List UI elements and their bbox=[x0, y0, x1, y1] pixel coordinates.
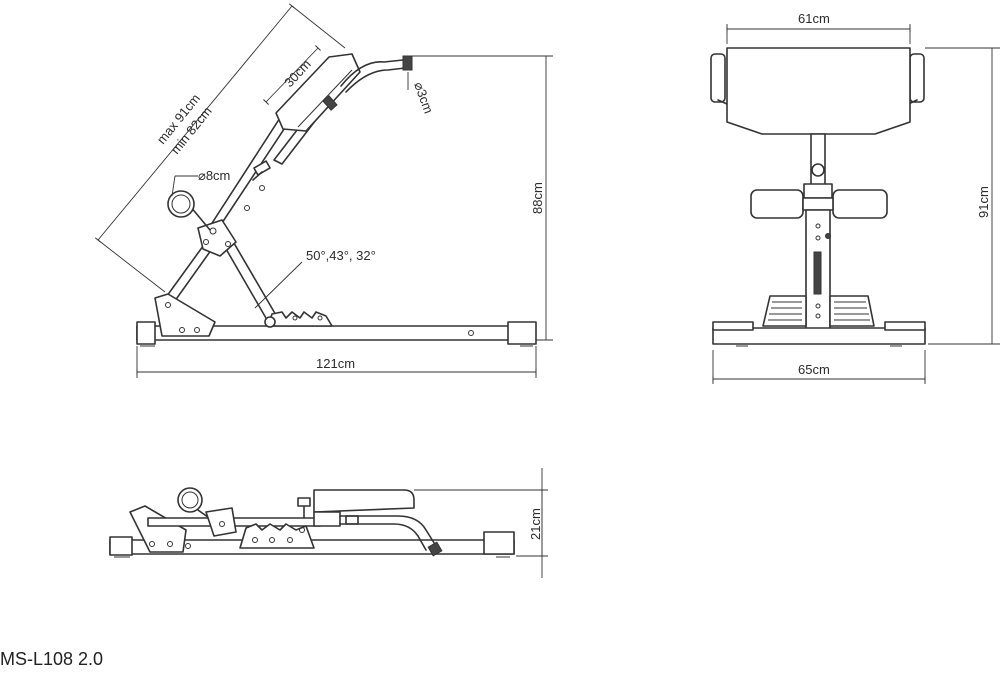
front-view: 61cm 91cm 65cm bbox=[710, 11, 1000, 384]
left-foot-plate bbox=[762, 295, 807, 327]
folded-handle bbox=[339, 515, 437, 547]
pad-clip bbox=[322, 95, 338, 111]
height-label: 88cm bbox=[530, 182, 545, 214]
column-upper bbox=[810, 133, 826, 187]
handle-tube bbox=[340, 59, 404, 87]
front-pad bbox=[726, 47, 911, 135]
folded-handle-cap bbox=[427, 541, 443, 557]
handle-cap bbox=[402, 55, 413, 71]
front-base bbox=[712, 327, 926, 345]
base-width-label: 65cm bbox=[798, 362, 830, 377]
right-handle bbox=[909, 53, 925, 103]
folded-notch-plate bbox=[239, 523, 315, 549]
model-name: MS-L108 2.0 bbox=[0, 649, 104, 669]
folded-rear-foot bbox=[109, 536, 133, 556]
folded-front-foot bbox=[483, 531, 515, 555]
folded-rear-bracket bbox=[129, 505, 187, 553]
roller-diameter-label: ⌀8cm bbox=[198, 168, 230, 183]
folded-pad bbox=[313, 489, 415, 513]
side-view: 30cm max 91cm min 82cm ⌀3cm ⌀8cm 50°,43°… bbox=[94, 3, 553, 378]
right-roller bbox=[832, 189, 888, 219]
angle-pin bbox=[264, 316, 276, 328]
right-foot-plate bbox=[829, 295, 875, 327]
chest-pad bbox=[275, 53, 361, 132]
folded-pad-bracket bbox=[313, 511, 341, 527]
handle-diameter-label: ⌀3cm bbox=[411, 80, 436, 116]
angle-notch-plate bbox=[267, 311, 333, 327]
front-right-foot bbox=[884, 321, 926, 331]
rear-bracket bbox=[154, 293, 216, 337]
front-height-label: 91cm bbox=[976, 186, 991, 218]
front-foot bbox=[507, 321, 537, 345]
left-roller bbox=[750, 189, 804, 219]
rear-foot bbox=[136, 321, 156, 345]
folded-knob bbox=[297, 497, 311, 507]
left-handle bbox=[710, 53, 726, 103]
angles-label: 50°,43°, 32° bbox=[306, 248, 376, 263]
folded-view: 21cm bbox=[109, 468, 548, 578]
carriage bbox=[803, 183, 833, 199]
front-leg bbox=[221, 237, 281, 326]
length-label: 121cm bbox=[316, 356, 355, 371]
column-label-plate bbox=[813, 251, 822, 295]
front-left-foot bbox=[712, 321, 754, 331]
folded-height-label: 21cm bbox=[528, 508, 543, 540]
pad-width-label: 61cm bbox=[798, 11, 830, 26]
